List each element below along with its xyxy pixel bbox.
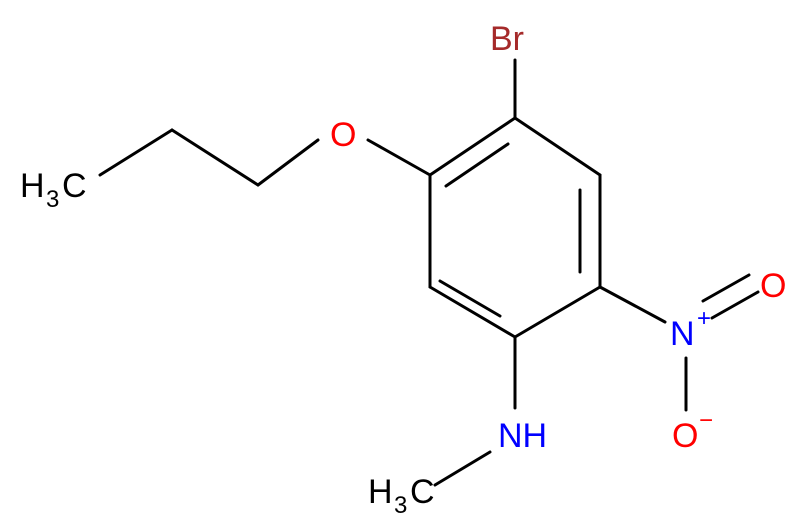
nitro-double-oxygen-label: O — [760, 267, 786, 305]
bonds — [98, 58, 760, 487]
nitro-o-charge: − — [699, 407, 713, 434]
propyl-methyl-subscript: 3 — [46, 186, 59, 213]
amine-methyl-subscript: 3 — [394, 492, 407, 519]
c-c-bond — [170, 128, 260, 187]
c-ch3-bond — [98, 128, 174, 177]
ether-oxygen-label: O — [330, 116, 356, 154]
propyl-methyl-c: C — [62, 167, 87, 205]
amine-methyl-label: H 3 C — [368, 473, 435, 519]
nitro-n-charge: + — [697, 305, 711, 332]
atom-labels: Br O H 3 C N + O O − NH H 3 C — [20, 20, 786, 519]
c-o-bond — [366, 138, 432, 177]
amine-methyl-h: H — [368, 473, 393, 511]
c-n-bond — [598, 285, 667, 324]
o-c-bond — [256, 138, 320, 187]
n-o-double-bond — [710, 290, 760, 320]
ring-bond-inner — [438, 279, 502, 318]
amine-nh-label: NH — [498, 417, 547, 455]
ring-bond — [513, 116, 602, 177]
nitro-n: N — [670, 315, 695, 353]
amine-methyl-c: C — [410, 473, 435, 511]
ring-bond-inner — [444, 142, 510, 188]
propyl-methyl-label: H 3 C — [20, 167, 87, 213]
nitro-o: O — [672, 417, 698, 455]
bromine-label: Br — [490, 20, 524, 58]
ring-bond — [428, 116, 517, 177]
nitro-single-oxygen-label: O − — [672, 407, 713, 455]
ring-bond — [428, 285, 517, 339]
n-o-double-bond — [701, 273, 751, 303]
propyl-methyl-h: H — [20, 167, 45, 205]
nitro-nitrogen-label: N + — [670, 305, 711, 353]
ring-bond — [513, 285, 602, 339]
n-ch3-bond — [433, 450, 492, 487]
